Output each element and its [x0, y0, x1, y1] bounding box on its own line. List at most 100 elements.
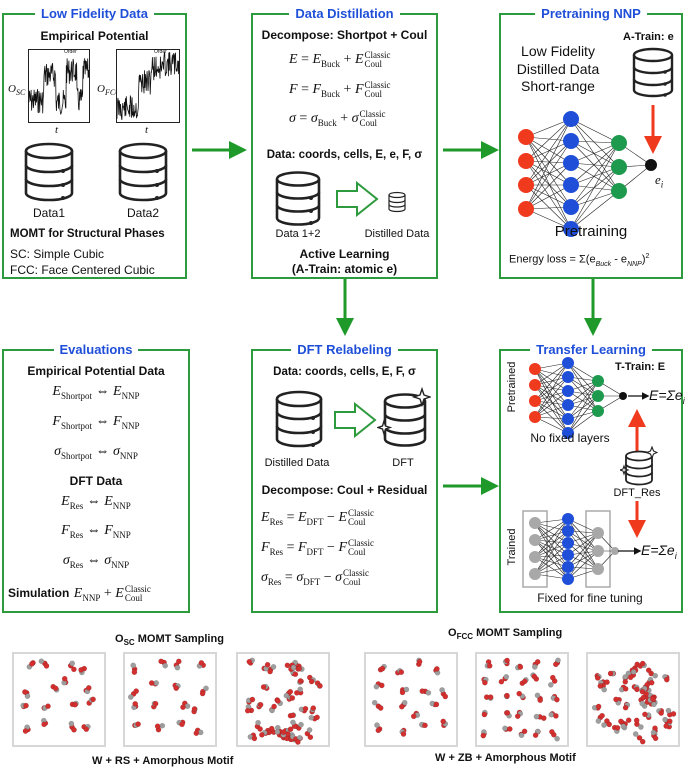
atom-sphere: [604, 679, 610, 685]
network-edge: [525, 136, 572, 208]
atom-sphere: [377, 705, 384, 711]
atom-sphere: [264, 661, 271, 668]
transfer-learning-panel: Transfer Learning T-Train: E Pretrained …: [499, 342, 685, 613]
atom-sphere: [613, 696, 619, 703]
atom-sphere: [516, 690, 523, 697]
sample-box-4: [364, 652, 458, 747]
network-node: [562, 525, 574, 537]
atom-sphere: [533, 713, 540, 720]
network-node: [592, 545, 604, 557]
atom-sphere: [29, 661, 35, 667]
atom-sphere: [287, 726, 294, 732]
network-node: [619, 392, 627, 400]
network-node: [562, 573, 574, 585]
atom-sphere: [379, 665, 386, 672]
network-node: [518, 177, 534, 193]
atom-sphere: [532, 732, 539, 738]
atom-sphere: [667, 718, 673, 724]
atom-sphere: [504, 657, 510, 664]
empirical-potential-label: Empirical Potential: [40, 29, 149, 43]
data12-label: Data 1+2: [275, 228, 321, 240]
atom-sphere: [622, 704, 629, 711]
momt-label: MOMT for Structural Phases: [10, 228, 165, 240]
network-edge: [567, 532, 599, 568]
atom-sphere: [442, 693, 449, 700]
atom-sphere: [191, 706, 198, 712]
active-learning-detail: (A-Train: atomic e): [291, 262, 398, 276]
plot1-ylabel: OSC: [8, 83, 26, 98]
atom-sphere: [173, 685, 180, 691]
plot2-xlabel: t: [145, 124, 149, 136]
atom-sphere: [294, 690, 300, 696]
atom-sphere: [131, 669, 138, 675]
atom-sphere: [642, 711, 648, 718]
atom-sphere: [68, 720, 75, 727]
atom-sphere: [284, 662, 291, 669]
database-icon-data1: [24, 142, 74, 202]
atom-sphere: [506, 726, 513, 732]
atom-sphere: [639, 738, 646, 745]
evaluations-title: Evaluations: [53, 342, 139, 357]
network-node: [592, 375, 604, 387]
network-node: [529, 551, 541, 563]
distilled-database-large-icon: [275, 390, 323, 448]
atom-sphere: [308, 678, 315, 685]
atom-sphere: [554, 696, 560, 703]
order-parameter-plot-fcc: [116, 49, 180, 123]
atom-sphere: [482, 679, 488, 686]
atom-sphere: [179, 721, 185, 728]
atom-sphere: [373, 683, 380, 690]
atom-sphere: [597, 683, 604, 689]
network-edge: [567, 362, 599, 412]
network-edge: [567, 390, 599, 412]
network-edge: [534, 522, 569, 544]
atom-sphere: [257, 701, 264, 708]
atom-sphere: [481, 711, 488, 718]
atom-sphere: [541, 715, 547, 721]
network-node: [518, 129, 534, 145]
atom-sphere: [130, 662, 136, 669]
network-edge: [570, 166, 620, 230]
network-edge: [525, 136, 572, 164]
sample-box-3: [236, 652, 330, 747]
network-edge: [525, 208, 572, 230]
network-edge: [525, 162, 572, 186]
atom-sphere: [419, 688, 426, 694]
network-edge: [570, 184, 620, 192]
atom-sphere: [639, 660, 646, 667]
network-edge: [534, 530, 569, 575]
atom-sphere: [128, 694, 134, 700]
atom-sphere: [260, 684, 267, 690]
network-edge: [525, 162, 572, 210]
atom-sphere: [43, 663, 50, 669]
network-edge: [534, 518, 569, 558]
network-edge: [534, 368, 569, 434]
trained-sum-label: E=Σei: [641, 542, 677, 561]
atom-sphere: [41, 721, 47, 728]
atom-sphere: [22, 689, 28, 695]
atom-sphere: [306, 727, 313, 733]
atom-sphere: [148, 680, 155, 686]
atom-sphere: [271, 703, 277, 710]
atom-sphere: [434, 666, 440, 672]
order-parameter-plot-sc: [28, 49, 90, 123]
atom-sphere: [152, 700, 159, 707]
relabel-decompose-label: Decompose: Coul + Residual: [261, 483, 428, 497]
atom-sphere: [650, 729, 657, 736]
network-edge: [567, 410, 599, 434]
atom-sphere: [486, 663, 493, 669]
network-node: [562, 561, 574, 573]
network-edge: [534, 376, 569, 402]
ttrain-label: T-Train: E: [615, 361, 666, 373]
eval-stress-res: σRes ⇔ σNNP: [62, 553, 130, 570]
atom-sphere: [403, 686, 410, 693]
atom-sphere: [504, 692, 510, 699]
atom-sphere: [246, 658, 253, 665]
network-edge: [534, 400, 569, 420]
network-edge: [567, 380, 599, 420]
network-edge: [570, 162, 620, 192]
atom-sphere: [548, 681, 554, 688]
atom-sphere: [630, 668, 637, 675]
atom-sphere: [371, 699, 378, 706]
